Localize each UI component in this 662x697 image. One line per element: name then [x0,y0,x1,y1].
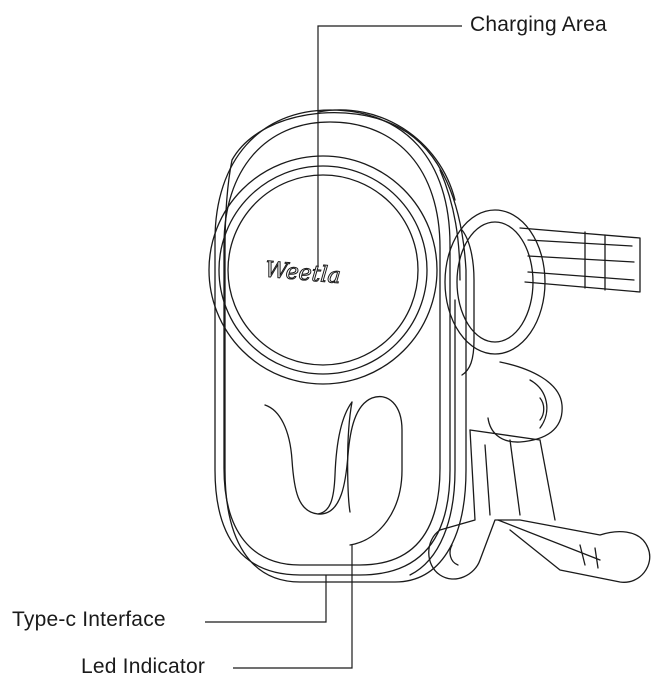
callout-typec-interface: Type-c Interface [12,608,166,631]
callout-led-indicator: Led Indicator [81,655,206,678]
charging-pad [208,155,438,385]
callout-charging-area: Charging Area [470,13,607,36]
leader-charging-area [317,25,462,267]
charger-front-face [214,109,451,576]
cradle-tongue [264,395,403,546]
leader-typec-interface [205,575,327,623]
vent-clip [428,209,651,583]
leader-led-indicator [233,545,353,669]
brand-logo: Weetla [264,258,342,290]
